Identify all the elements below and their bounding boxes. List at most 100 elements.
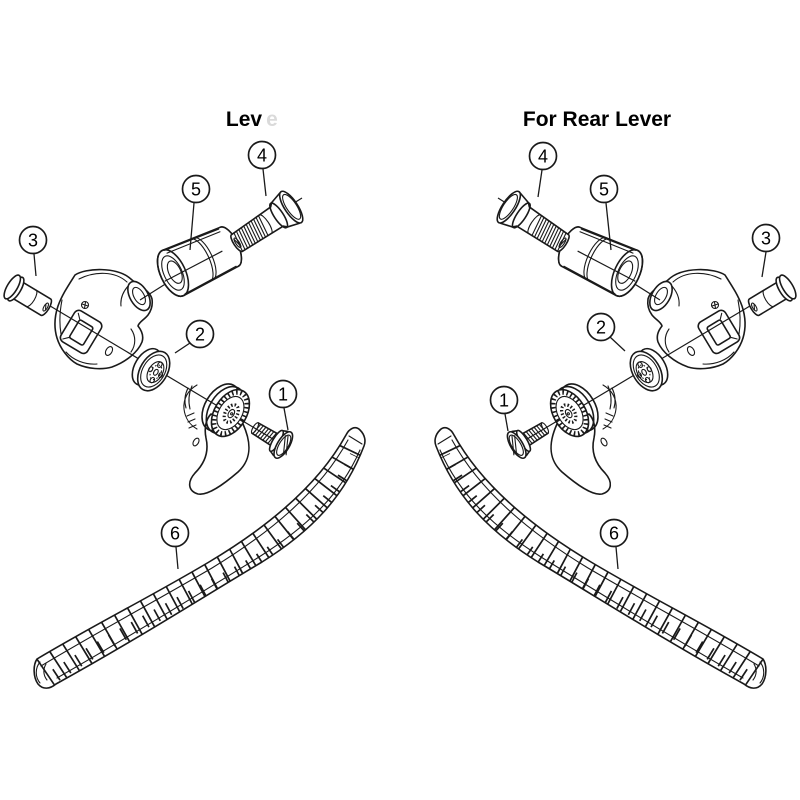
callout-right-3-num: 3 bbox=[761, 229, 771, 249]
band-tip-facet bbox=[348, 435, 363, 445]
callout-left-6 bbox=[160, 518, 190, 548]
band-outline bbox=[33, 427, 366, 689]
leader-left-4 bbox=[262, 168, 267, 197]
bolt-tip-hex bbox=[233, 238, 242, 247]
collet-groove bbox=[189, 237, 217, 283]
callout-left-5 bbox=[181, 174, 211, 204]
nut-step bbox=[25, 289, 38, 308]
callout-left-2-num: 2 bbox=[195, 325, 205, 345]
callout-right-4 bbox=[528, 141, 558, 171]
part-6-band bbox=[33, 427, 366, 689]
leader-right-1 bbox=[504, 413, 509, 432]
callout-right-4-num: 4 bbox=[538, 147, 548, 167]
screw-slot bbox=[282, 435, 289, 456]
part-5-collet-sleeve bbox=[156, 226, 243, 298]
lever-blade-hole bbox=[192, 437, 200, 447]
title-left: Lev bbox=[226, 108, 263, 131]
collet-rim-inner bbox=[161, 255, 185, 291]
callout-right-6-num: 6 bbox=[609, 524, 619, 544]
shift-lever bbox=[183, 383, 251, 495]
nut-hole bbox=[42, 302, 50, 312]
callout-left-5-num: 5 bbox=[191, 180, 201, 200]
front-lever-assembly bbox=[3, 190, 366, 689]
callout-left-2 bbox=[185, 319, 215, 349]
band-bottom-lip bbox=[56, 449, 361, 679]
callout-right-5 bbox=[589, 174, 619, 204]
bolt-shoulder-step bbox=[258, 214, 273, 234]
band-end-hook bbox=[35, 661, 48, 684]
bolt-tip-socket bbox=[233, 237, 242, 248]
bolt-head-top-inner bbox=[282, 193, 302, 220]
bolt-threads bbox=[233, 215, 269, 252]
callout-left-4-num: 4 bbox=[257, 146, 267, 166]
callout-left-3 bbox=[18, 225, 48, 255]
washer-dash-ring bbox=[149, 364, 163, 381]
hub-serration-ring bbox=[211, 390, 250, 436]
leader-right-2 bbox=[609, 336, 626, 352]
part-3-clamp-nut bbox=[3, 274, 53, 317]
lever-body-slot bbox=[184, 385, 193, 410]
lever-hub bbox=[201, 383, 251, 438]
leader-left-2 bbox=[174, 342, 191, 354]
screw-head-top-inner bbox=[276, 434, 292, 456]
callout-right-2 bbox=[586, 312, 616, 342]
set-screw-cross bbox=[81, 301, 89, 310]
collet-slits bbox=[164, 228, 237, 295]
screw-threads bbox=[252, 423, 278, 445]
nut-flange-front bbox=[3, 274, 22, 300]
collet-rim-outer bbox=[156, 248, 190, 298]
leader-right-4 bbox=[537, 169, 543, 198]
callout-right-2-num: 2 bbox=[596, 318, 606, 338]
washer-center-hole bbox=[152, 368, 159, 376]
leader-right-3 bbox=[761, 251, 767, 278]
callout-right-1 bbox=[489, 385, 519, 415]
window-inner bbox=[68, 319, 94, 346]
leader-right-5 bbox=[605, 202, 612, 251]
callout-left-6-num: 6 bbox=[170, 524, 180, 544]
bolt-head-top bbox=[278, 190, 304, 224]
title-left-faint-remnant: e bbox=[266, 108, 278, 131]
window-depth-lines bbox=[62, 312, 81, 340]
callout-right-5-num: 5 bbox=[599, 180, 609, 200]
lever-body-hatch bbox=[186, 412, 197, 429]
callouts-left: 4 5 3 2 1 6 bbox=[18, 140, 298, 570]
part-4-clamp-bolt bbox=[230, 190, 304, 253]
callout-left-3-num: 3 bbox=[28, 231, 38, 251]
part-2-ratchet-washer bbox=[131, 347, 171, 392]
part-1-fixing-screw bbox=[250, 422, 294, 460]
collet-through-axis bbox=[164, 250, 223, 282]
hub-center-dot bbox=[230, 412, 234, 416]
bracket-set-screw bbox=[80, 300, 90, 310]
screw-head-side bbox=[269, 430, 289, 457]
rear-lever-assembly-mirror bbox=[435, 188, 799, 688]
callout-right-6 bbox=[599, 518, 629, 548]
leader-left-5 bbox=[189, 202, 195, 251]
band-top-ridge bbox=[40, 439, 349, 667]
leader-right-6 bbox=[615, 546, 619, 570]
washer-pad-s bbox=[149, 376, 156, 384]
bracket-inner-curves bbox=[59, 272, 136, 365]
washer-pad-e bbox=[157, 372, 164, 379]
nut-hole-hex bbox=[44, 304, 47, 310]
title-right: For Rear Lever bbox=[523, 108, 671, 131]
callout-left-1 bbox=[268, 379, 298, 409]
washer-rim-inner bbox=[140, 354, 168, 388]
leader-left-1 bbox=[283, 407, 289, 431]
lever-blade bbox=[188, 413, 250, 495]
hub-inner-ring bbox=[216, 395, 245, 431]
washer-pad-n bbox=[157, 361, 163, 368]
hub-center-hole bbox=[227, 408, 236, 419]
leader-left-3 bbox=[33, 253, 37, 277]
callout-left-4 bbox=[247, 140, 277, 170]
lever-bracket-body bbox=[54, 268, 154, 370]
band-bolt-boss-hole bbox=[132, 286, 146, 306]
cable-window-boss bbox=[59, 309, 103, 355]
band-segment-bars bbox=[34, 436, 365, 689]
bolt-head-flange bbox=[269, 202, 289, 229]
callouts-right: 4 5 3 2 1 6 bbox=[489, 141, 781, 570]
leader-left-6 bbox=[175, 546, 179, 570]
collet-bore bbox=[166, 260, 183, 284]
callout-left-1-num: 1 bbox=[278, 385, 288, 405]
callout-right-1-num: 1 bbox=[499, 391, 509, 411]
